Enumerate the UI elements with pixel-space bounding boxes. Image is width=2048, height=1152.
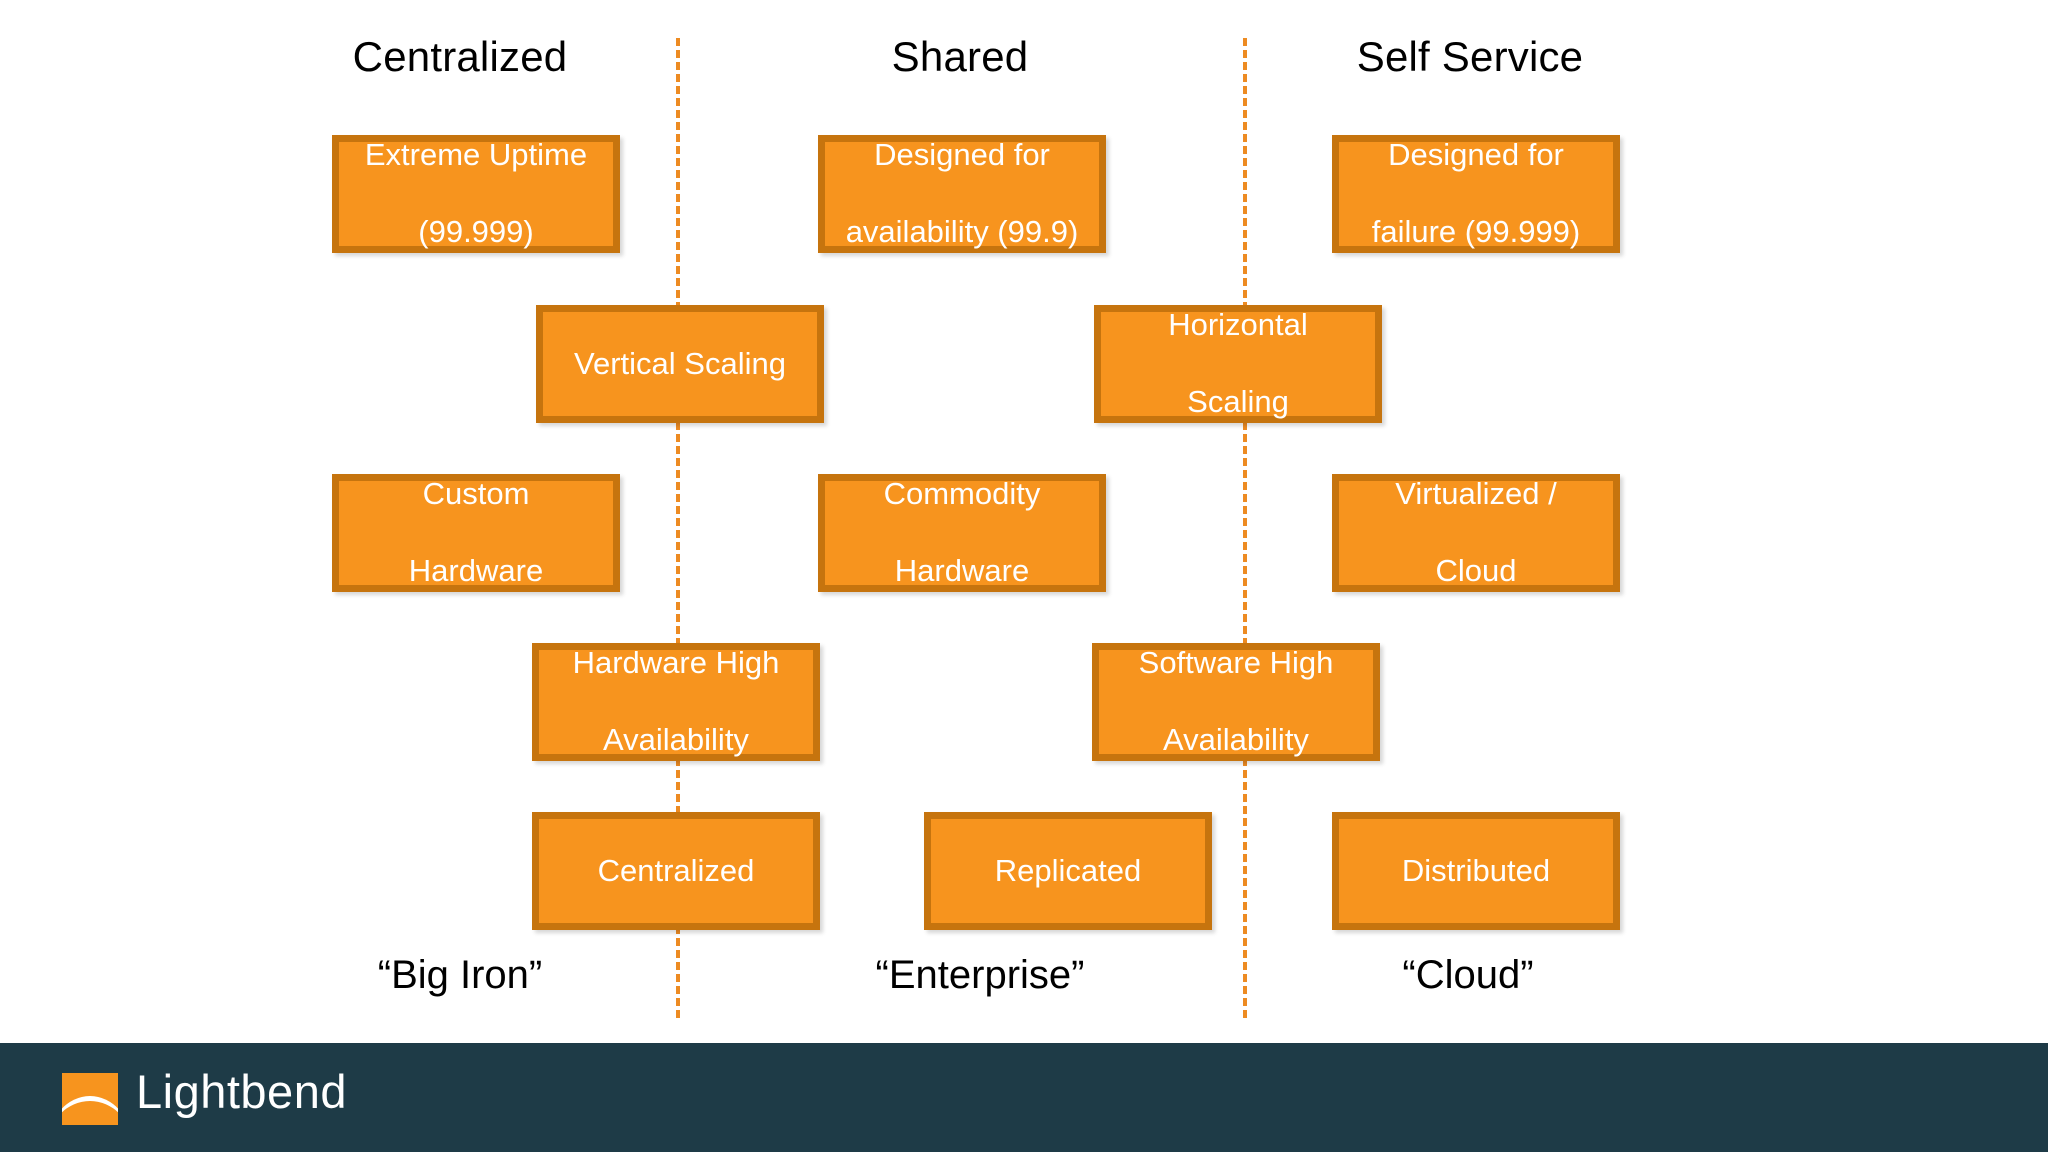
box-extreme-uptime-line1: Extreme Uptime	[364, 137, 588, 173]
box-virtualized-cloud-text: Virtualized / Cloud	[1345, 475, 1607, 590]
box-commodity-hardware-line2: Hardware	[894, 553, 1030, 589]
column-header-shared: Shared	[740, 36, 1180, 78]
box-designed-for-availability-line1: Designed for	[874, 137, 1050, 173]
column-header-centralized-label: Centralized	[352, 33, 568, 80]
box-distributed-data[interactable]: Distributed	[1332, 812, 1620, 930]
footer-label-enterprise-text: “Enterprise”	[875, 953, 1085, 997]
box-designed-for-failure[interactable]: Designed for failure (99.999)	[1332, 135, 1620, 253]
column-header-centralized: Centralized	[240, 36, 680, 78]
box-vertical-scaling-text: Vertical Scaling	[574, 345, 786, 381]
lightbend-logo-icon	[62, 1073, 118, 1125]
footer-label-cloud-text: “Cloud”	[1402, 953, 1534, 997]
box-vertical-scaling[interactable]: Vertical Scaling	[536, 305, 824, 423]
box-virtualized-cloud[interactable]: Virtualized / Cloud	[1332, 474, 1620, 592]
footer-bar	[0, 1043, 2048, 1152]
box-designed-for-availability[interactable]: Designed for availability (99.9)	[818, 135, 1106, 253]
box-commodity-hardware-line1: Commodity	[883, 476, 1041, 512]
box-hardware-high-availability-line2: Availability	[603, 722, 749, 758]
box-designed-for-availability-line2: availability (99.9)	[845, 214, 1079, 250]
box-centralized-data-text: Centralized	[597, 852, 755, 888]
column-header-shared-label: Shared	[891, 33, 1029, 80]
box-software-high-availability-line2: Availability	[1163, 722, 1309, 758]
footer-label-cloud: “Cloud”	[1258, 955, 1678, 995]
column-divider-left	[676, 38, 680, 1018]
box-extreme-uptime-line2: (99.999)	[418, 214, 534, 250]
box-replicated-data-text: Replicated	[994, 852, 1142, 888]
box-software-high-availability-line1: Software High	[1138, 645, 1334, 681]
box-replicated-data[interactable]: Replicated	[924, 812, 1212, 930]
box-custom-hardware-line2: Hardware	[408, 553, 544, 589]
box-designed-for-failure-line2: failure (99.999)	[1371, 214, 1581, 250]
box-designed-for-failure-line1: Designed for	[1388, 137, 1564, 173]
lightbend-logo-arc	[62, 1096, 118, 1125]
box-virtualized-cloud-line1: Virtualized /	[1395, 476, 1557, 512]
box-designed-for-availability-text: Designed for availability (99.9)	[831, 136, 1093, 251]
box-horizontal-scaling-line2: Scaling	[1187, 384, 1289, 420]
box-custom-hardware-line1: Custom	[422, 476, 530, 512]
box-extreme-uptime[interactable]: Extreme Uptime (99.999)	[332, 135, 620, 253]
brand-name: Lightbend	[136, 1065, 347, 1118]
box-designed-for-failure-text: Designed for failure (99.999)	[1345, 136, 1607, 251]
box-distributed-data-text: Distributed	[1401, 852, 1551, 888]
footer-label-enterprise: “Enterprise”	[770, 955, 1190, 995]
column-divider-right	[1243, 38, 1247, 1018]
box-horizontal-scaling-line1: Horizontal	[1168, 307, 1308, 343]
column-header-self-service: Self Service	[1250, 36, 1690, 78]
footer-label-big-iron-text: “Big Iron”	[377, 953, 543, 997]
box-extreme-uptime-text: Extreme Uptime (99.999)	[345, 136, 607, 251]
footer-label-big-iron: “Big Iron”	[250, 955, 670, 995]
box-centralized-data[interactable]: Centralized	[532, 812, 820, 930]
box-hardware-high-availability-line1: Hardware High	[572, 645, 780, 681]
column-header-self-service-label: Self Service	[1356, 33, 1584, 80]
box-virtualized-cloud-line2: Cloud	[1435, 553, 1517, 589]
